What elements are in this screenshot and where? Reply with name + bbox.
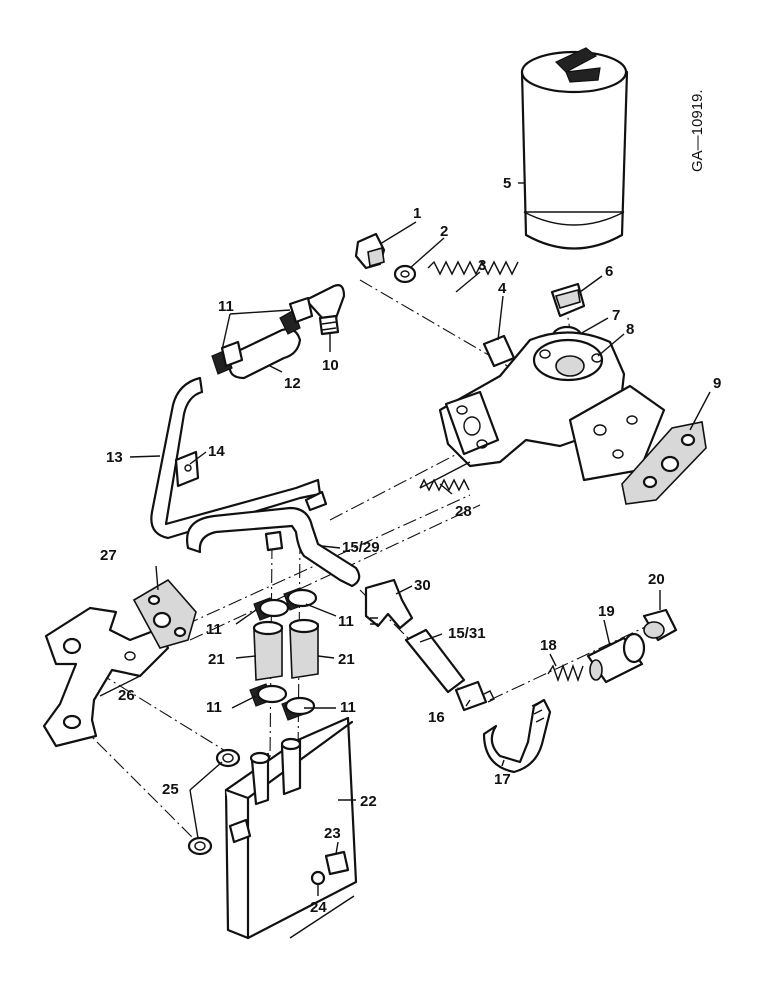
short-hoses bbox=[252, 618, 320, 681]
pipe-bracket bbox=[174, 450, 200, 488]
callout-28: 28 bbox=[455, 503, 472, 520]
callout-15-31: 15/31 bbox=[448, 625, 486, 642]
callout-21-right: 21 bbox=[338, 651, 355, 668]
check-valve-parts bbox=[547, 608, 678, 684]
callout-11-low-left: 11 bbox=[206, 699, 222, 716]
callout-25: 25 bbox=[162, 781, 179, 798]
stud bbox=[419, 461, 471, 492]
callout-3: 3 bbox=[478, 257, 486, 274]
callout-10: 10 bbox=[322, 357, 339, 374]
short-pipe bbox=[404, 628, 466, 694]
long-pipe bbox=[150, 376, 328, 540]
callout-26: 26 bbox=[118, 687, 135, 704]
callout-1: 1 bbox=[413, 205, 421, 222]
filter-head-housing bbox=[438, 282, 666, 482]
callout-9: 9 bbox=[713, 375, 721, 392]
housing-gasket bbox=[621, 421, 707, 505]
callout-8: 8 bbox=[626, 321, 634, 338]
callout-30: 30 bbox=[414, 577, 431, 594]
callout-11-low-right: 11 bbox=[340, 699, 356, 716]
callout-18: 18 bbox=[540, 637, 557, 654]
callout-14: 14 bbox=[208, 443, 225, 460]
callout-5: 5 bbox=[503, 175, 511, 192]
callout-7: 7 bbox=[612, 307, 620, 324]
oil-cooler bbox=[224, 716, 358, 940]
callout-22: 22 bbox=[360, 793, 377, 810]
callout-labels: 1 2 3 4 5 6 7 8 9 10 11 12 13 14 15/29 2… bbox=[100, 175, 721, 916]
tee-fitting bbox=[364, 578, 414, 630]
callout-2: 2 bbox=[440, 223, 448, 240]
adapter-gasket bbox=[132, 578, 197, 649]
bent-pipe bbox=[185, 506, 361, 588]
figure-reference: GA—10919. bbox=[689, 89, 706, 172]
callout-4: 4 bbox=[498, 280, 507, 297]
callout-27: 27 bbox=[100, 547, 117, 564]
leader-lines bbox=[99, 182, 711, 939]
pipe-union bbox=[454, 680, 495, 712]
callout-15-29: 15/29 bbox=[342, 539, 380, 556]
elbow-fitting bbox=[482, 698, 552, 774]
cooler-adapter-bracket bbox=[42, 606, 170, 748]
callout-23: 23 bbox=[324, 825, 341, 842]
callout-24: 24 bbox=[310, 899, 327, 916]
callout-13: 13 bbox=[106, 449, 123, 466]
callout-17: 17 bbox=[494, 771, 511, 788]
callout-21-left: 21 bbox=[208, 651, 225, 668]
callout-16: 16 bbox=[428, 709, 445, 726]
callout-11-mid-right: 11 bbox=[338, 613, 354, 630]
callout-19: 19 bbox=[598, 603, 615, 620]
relief-valve-parts bbox=[354, 232, 519, 368]
callout-11-top: 11 bbox=[218, 298, 234, 315]
callout-11-mid-left: 11 bbox=[206, 621, 222, 638]
hose-clamps bbox=[249, 587, 318, 721]
callout-6: 6 bbox=[605, 263, 613, 280]
callout-12: 12 bbox=[284, 375, 301, 392]
oil-filter-canister bbox=[520, 47, 629, 250]
callout-20: 20 bbox=[648, 571, 665, 588]
upper-hose-assembly bbox=[211, 284, 346, 380]
cooler-small-parts bbox=[187, 748, 350, 886]
